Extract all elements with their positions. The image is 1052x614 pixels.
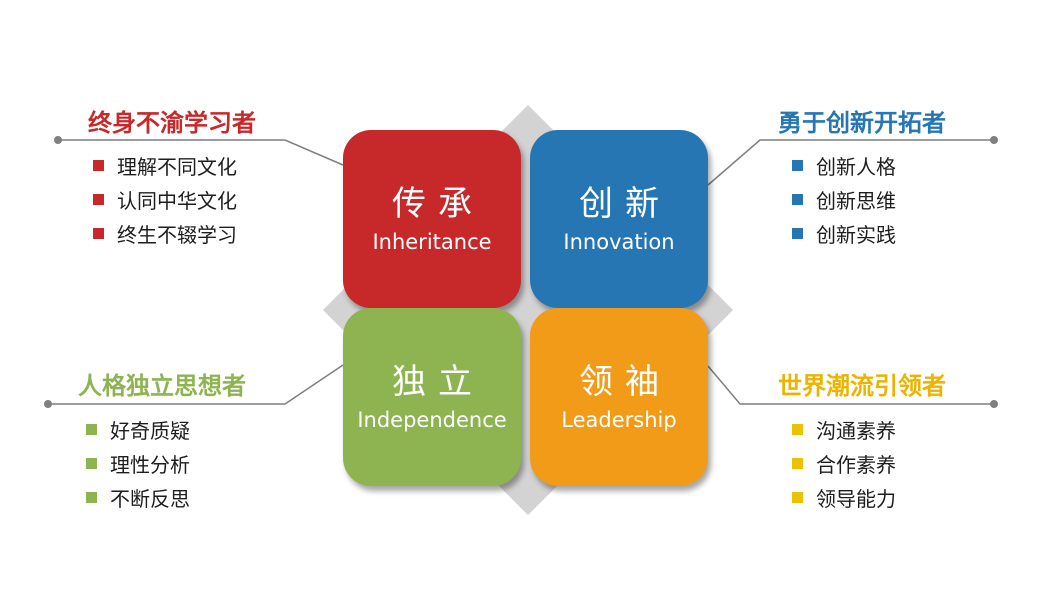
list-item: 创新人格 bbox=[792, 148, 896, 182]
list-item: 创新实践 bbox=[792, 216, 896, 250]
square-bullet-icon bbox=[93, 227, 104, 239]
list-item-label: 创新人格 bbox=[816, 154, 896, 179]
connector-bl bbox=[48, 364, 344, 405]
list-item-label: 认同中华文化 bbox=[117, 188, 237, 213]
tile-inheritance: 传承 Inheritance bbox=[343, 130, 521, 308]
tile-en-label: Independence bbox=[357, 408, 507, 432]
tile-zh-label: 创新 bbox=[579, 184, 671, 224]
tile-en-label: Inheritance bbox=[372, 230, 492, 254]
heading-independent-thinker: 人格独立思想者 bbox=[78, 372, 246, 400]
connector-dot-tl bbox=[54, 136, 62, 144]
square-bullet-icon bbox=[93, 193, 104, 205]
square-bullet-icon bbox=[792, 227, 803, 239]
tile-leadership: 领袖 Leadership bbox=[530, 308, 708, 486]
square-bullet-icon bbox=[792, 491, 803, 503]
square-bullet-icon bbox=[792, 423, 803, 435]
list-item: 理性分析 bbox=[86, 446, 190, 480]
list-item: 不断反思 bbox=[86, 480, 190, 514]
connector-tl bbox=[58, 139, 344, 166]
tile-en-label: Innovation bbox=[563, 230, 675, 254]
bullet-list-learner: 理解不同文化 认同中华文化 终生不辍学习 bbox=[93, 148, 237, 250]
square-bullet-icon bbox=[86, 423, 97, 435]
connector-br bbox=[707, 365, 994, 405]
list-item-label: 领导能力 bbox=[816, 486, 896, 511]
list-item-label: 合作素养 bbox=[816, 452, 896, 477]
tile-zh-label: 独立 bbox=[392, 362, 484, 402]
tile-independence: 独立 Independence bbox=[343, 308, 521, 486]
connector-dot-tr bbox=[990, 136, 998, 144]
heading-innovator: 勇于创新开拓者 bbox=[778, 109, 946, 137]
list-item: 沟通素养 bbox=[792, 412, 896, 446]
square-bullet-icon bbox=[93, 159, 104, 171]
heading-world-leader: 世界潮流引领者 bbox=[778, 372, 946, 400]
tile-innovation: 创新 Innovation bbox=[530, 130, 708, 308]
list-item-label: 理解不同文化 bbox=[117, 154, 237, 179]
bullet-list-leader: 沟通素养 合作素养 领导能力 bbox=[792, 412, 896, 514]
list-item-label: 好奇质疑 bbox=[110, 418, 190, 443]
list-item: 终生不辍学习 bbox=[93, 216, 237, 250]
list-item-label: 创新实践 bbox=[816, 222, 896, 247]
list-item: 理解不同文化 bbox=[93, 148, 237, 182]
connector-dot-bl bbox=[44, 400, 52, 408]
list-item: 领导能力 bbox=[792, 480, 896, 514]
square-bullet-icon bbox=[86, 491, 97, 503]
tile-en-label: Leadership bbox=[561, 408, 677, 432]
list-item-label: 理性分析 bbox=[110, 452, 190, 477]
list-item: 创新思维 bbox=[792, 182, 896, 216]
square-bullet-icon bbox=[792, 193, 803, 205]
list-item-label: 不断反思 bbox=[110, 486, 190, 511]
square-bullet-icon bbox=[792, 457, 803, 469]
list-item: 认同中华文化 bbox=[93, 182, 237, 216]
list-item: 好奇质疑 bbox=[86, 412, 190, 446]
tile-zh-label: 领袖 bbox=[579, 362, 671, 402]
heading-lifelong-learner: 终身不渝学习者 bbox=[88, 109, 256, 137]
square-bullet-icon bbox=[86, 457, 97, 469]
bullet-list-innovator: 创新人格 创新思维 创新实践 bbox=[792, 148, 896, 250]
list-item-label: 终生不辍学习 bbox=[117, 222, 237, 247]
list-item-label: 创新思维 bbox=[816, 188, 896, 213]
connector-dot-br bbox=[990, 400, 998, 408]
connector-tr bbox=[707, 139, 994, 186]
bullet-list-thinker: 好奇质疑 理性分析 不断反思 bbox=[86, 412, 190, 514]
list-item: 合作素养 bbox=[792, 446, 896, 480]
list-item-label: 沟通素养 bbox=[816, 418, 896, 443]
tile-zh-label: 传承 bbox=[392, 184, 484, 224]
square-bullet-icon bbox=[792, 159, 803, 171]
